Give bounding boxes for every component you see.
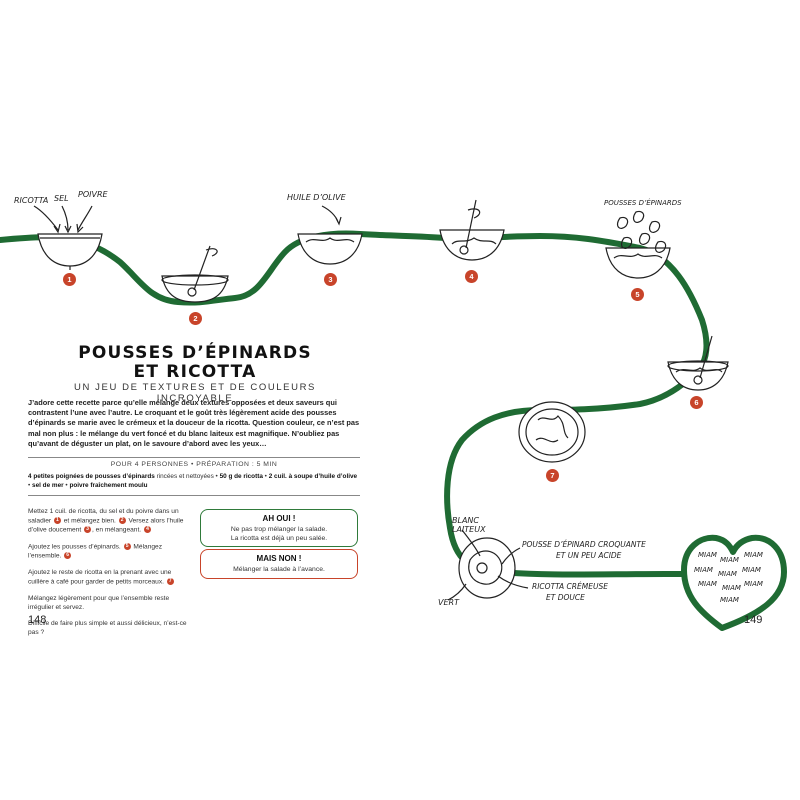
step-text: , en mélangeant. (91, 526, 143, 534)
step-ref-4: 4 (143, 525, 151, 533)
tip-no-box: MAIS NON ! Mélanger la salade à l’avance… (200, 549, 358, 579)
tip-yes-line-2: La ricotta est déjà un peu salée. (230, 535, 328, 542)
recipe-meta: POUR 4 PERSONNES • PRÉPARATION : 5 MIN (110, 461, 278, 468)
recipe-steps: Mettez 1 cuil. de ricotta, du sel et du … (28, 508, 194, 646)
label-laiteux: LAITEUX (452, 525, 486, 534)
label-huile: HUILE D’OLIVE (287, 193, 346, 202)
heart-word: MIAM (744, 580, 763, 588)
heart-word: MIAM (744, 551, 763, 559)
step-badge-1: 1 (63, 273, 76, 286)
step-ref-2: 2 (118, 516, 126, 524)
ingredient-2: 50 g de ricotta (219, 473, 263, 480)
step-text: Versez alors l’huile d’olive doucement (28, 517, 184, 534)
heart-word: MIAM (720, 556, 739, 564)
label-blanc: BLANC (452, 516, 479, 525)
tip-yes-line-1: Ne pas trop mélanger la salade. (230, 526, 328, 533)
step-badge-2: 2 (189, 312, 202, 325)
divider-bottom (28, 495, 360, 496)
step-ref-5: 5 (123, 542, 131, 550)
recipe-subtitle: UN JEU DE TEXTURES ET DE COULEURS INCROY… (74, 382, 316, 404)
step-paragraph-2: Ajoutez les pousses d’épinards. 5 Mélang… (28, 542, 194, 561)
label-croquante-2: ET UN PEU ACIDE (556, 551, 622, 560)
step-ref-7: 7 (166, 577, 174, 585)
step-ref-3: 3 (83, 525, 91, 533)
step-badge-3: 3 (324, 273, 337, 286)
step-text: Mettez 1 cuil. de ricotta, du sel et du … (28, 508, 179, 525)
heart-word: MIAM (698, 551, 717, 559)
label-pousses: POUSSES D’ÉPINARDS (604, 199, 682, 207)
tip-no-title: MAIS NON ! (256, 554, 302, 563)
heart-word: MIAM (718, 570, 737, 578)
label-poivre: POIVRE (78, 190, 108, 199)
heart-word: MIAM (722, 584, 741, 592)
bowl-2-illustration (161, 245, 229, 303)
page-number-left: 148 (28, 614, 47, 626)
heart-word: MIAM (720, 596, 739, 604)
heart-illustration (681, 534, 787, 631)
label-croquante-1: POUSSE D’ÉPINARD CROQUANTE (522, 540, 646, 549)
label-sel: SEL (54, 194, 69, 203)
label-ricotta: RICOTTA (14, 196, 49, 205)
bowl-4-illustration (439, 199, 505, 261)
detail-circle-illustration (447, 529, 529, 601)
heart-word: MIAM (694, 566, 713, 574)
step-text: et mélangez bien. (61, 517, 118, 525)
recipe-title-line-1: POUSSES D’ÉPINARDS (78, 343, 312, 363)
heart-word: MIAM (698, 580, 717, 588)
step-text: Ajoutez le reste de ricotta en la prenan… (28, 568, 172, 586)
step-badge-7: 7 (546, 469, 559, 482)
step-badge-4: 4 (465, 270, 478, 283)
step-badge-6: 6 (690, 396, 703, 409)
ingredient-list: 4 petites poignées de pousses d’épinards… (28, 472, 360, 490)
label-vert: VERT (438, 598, 459, 607)
bowl-5-illustration (605, 210, 671, 279)
step-ref-6: 6 (64, 551, 72, 559)
plate-7-illustration (518, 401, 586, 463)
bowl-6-illustration (667, 335, 729, 391)
recipe-title-line-2: ET RICOTTA (133, 362, 257, 382)
recipe-intro: J’adore cette recette parce qu’elle méla… (28, 398, 360, 448)
tip-yes-title: AH OUI ! (262, 514, 296, 523)
bowl-3-illustration (297, 205, 363, 265)
ingredient-1: 4 petites poignées de pousses d’épinards (28, 473, 155, 480)
ingredient-1-detail: rincées et nettoyées • (154, 473, 220, 480)
step-ref-1: 1 (53, 516, 61, 524)
step-badge-5: 5 (631, 288, 644, 301)
label-cremeuse-2: ET DOUCE (546, 593, 585, 602)
ingredient-5: poivre fraîchement moulu (69, 482, 148, 489)
page-number-right: 149 (744, 614, 763, 626)
ingredient-sep: • (63, 482, 70, 489)
heart-word: MIAM (742, 566, 761, 574)
step-paragraph-3: Ajoutez le reste de ricotta en la prenan… (28, 569, 194, 587)
ingredient-3: 2 cuil. à soupe d’huile d’olive (268, 473, 358, 480)
bowl-1-illustration (33, 205, 103, 270)
label-cremeuse-1: RICOTTA CRÉMEUSE (532, 582, 608, 591)
recipe-title: POUSSES D’ÉPINARDS ET RICOTTA (40, 344, 350, 382)
ingredient-sep: • (28, 482, 33, 489)
ingredient-sep: • (262, 473, 269, 480)
tip-yes-box: AH OUI ! Ne pas trop mélanger la salade.… (200, 509, 358, 547)
ingredient-4: sel de mer (32, 482, 64, 489)
step-paragraph-1: Mettez 1 cuil. de ricotta, du sel et du … (28, 508, 194, 535)
divider-top (28, 457, 360, 458)
tip-no-line-1: Mélanger la salade à l’avance. (233, 566, 325, 573)
step-text: Ajoutez les pousses d’épinards. (28, 543, 123, 551)
step-paragraph-4: Mélangez légèrement pour que l’ensemble … (28, 594, 170, 611)
step-text: Mélangez l’ensemble. (28, 543, 163, 560)
step-paragraph-5: Difficile de faire plus simple et aussi … (28, 620, 187, 637)
